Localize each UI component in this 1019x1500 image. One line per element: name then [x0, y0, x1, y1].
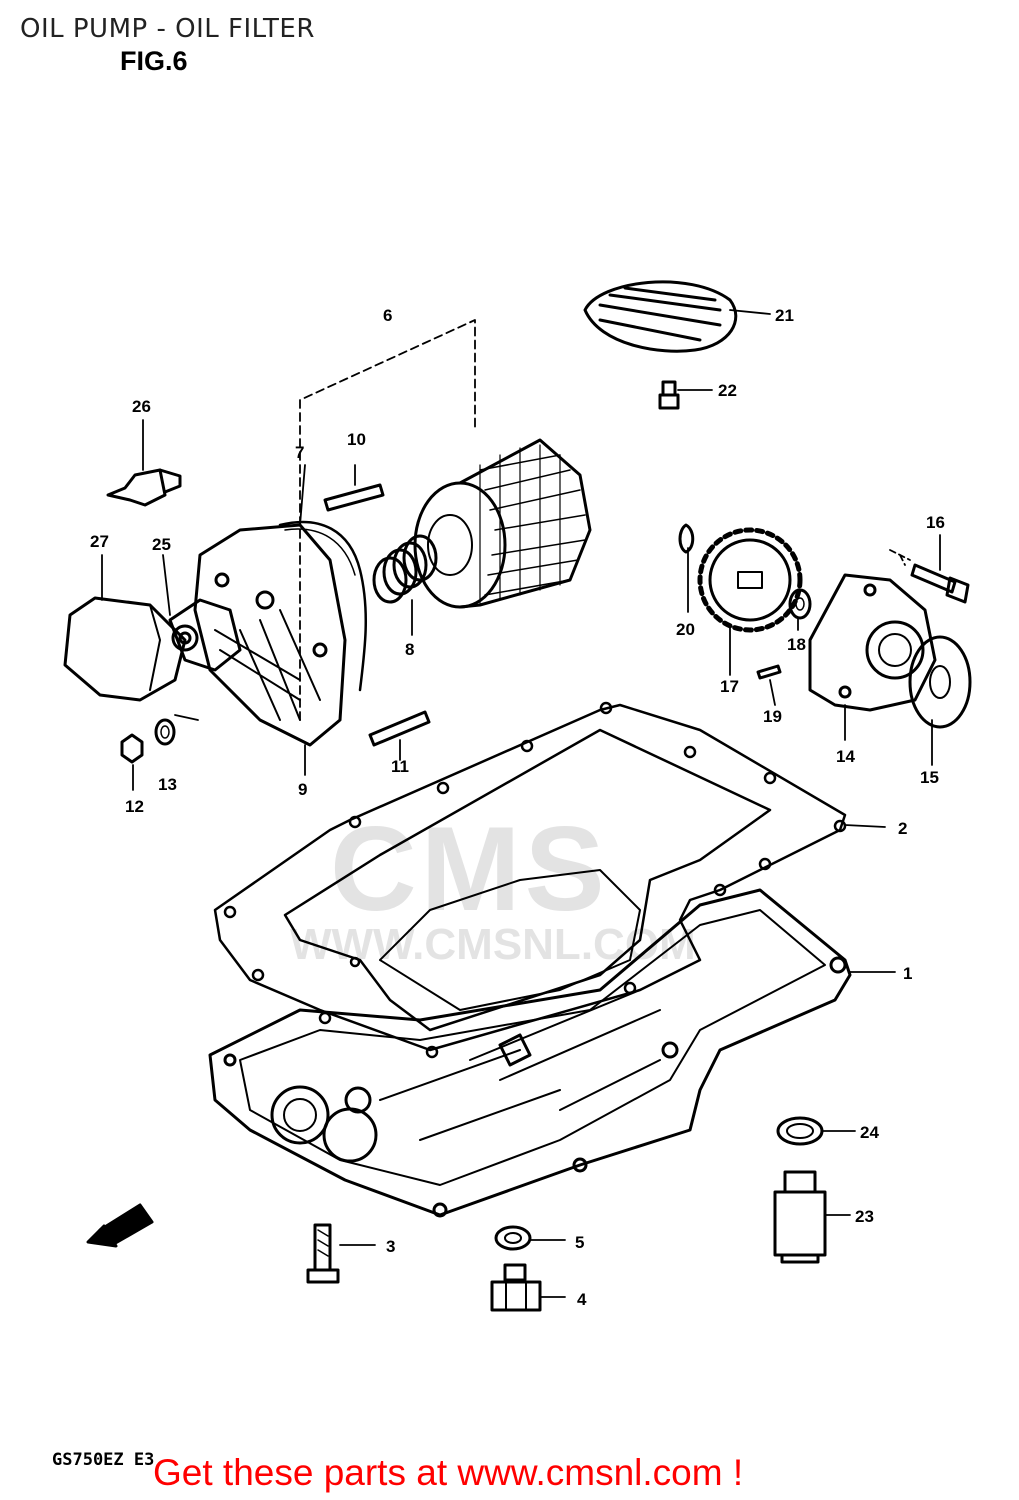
callout-11: 11	[391, 757, 409, 776]
callout-13: 13	[158, 775, 177, 794]
figure-number: FIG.6	[120, 46, 188, 76]
cta-link[interactable]: Get these parts at www.cmsnl.com !	[153, 1452, 744, 1493]
oil-pump-gasket	[908, 635, 972, 729]
oil-level-plug	[773, 1170, 827, 1264]
oil-pan	[208, 888, 852, 1218]
cap-nut	[120, 733, 144, 764]
callout-27: 27	[90, 532, 109, 551]
pump-drive-gear	[697, 527, 803, 633]
callout-26: 26	[132, 397, 151, 416]
callout-14: 14	[836, 747, 855, 766]
pump-bolt	[910, 563, 970, 604]
filter-cover	[193, 523, 347, 747]
callout-15: 15	[920, 768, 939, 787]
callout-20: 20	[676, 620, 695, 639]
callout-8: 8	[405, 640, 414, 659]
callout-2: 2	[898, 819, 907, 838]
callout-21: 21	[775, 306, 794, 325]
filter-spring	[372, 534, 438, 604]
callout-19: 19	[763, 707, 782, 726]
drain-plug	[490, 1263, 542, 1312]
oil-pan-gasket	[213, 701, 847, 1059]
level-plug-gasket	[776, 1116, 824, 1146]
model-code: GS750EZ E3	[52, 1450, 155, 1470]
relief-valve	[168, 598, 242, 672]
callout-3: 3	[386, 1237, 395, 1256]
callout-22: 22	[718, 381, 737, 400]
dowel-pin-lower	[368, 710, 431, 747]
callouts: 1 2 3 4 5 6 7 8 9 10 11 12 13 14 15 16 1…	[90, 306, 945, 1309]
callout-24: 24	[860, 1123, 879, 1142]
cap-washer	[154, 718, 176, 746]
callout-18: 18	[787, 635, 806, 654]
callout-25: 25	[152, 535, 171, 554]
callout-9: 9	[298, 780, 307, 799]
drain-washer	[494, 1225, 532, 1251]
gear-circlip	[678, 523, 695, 554]
front-arrow-icon	[86, 1203, 154, 1248]
callout-1: 1	[903, 964, 912, 983]
cover-screw	[658, 380, 680, 410]
callout-17: 17	[720, 677, 739, 696]
dowel-pin-upper	[323, 483, 385, 512]
callout-16: 16	[926, 513, 945, 532]
gear-washer	[788, 588, 812, 620]
callout-6: 6	[383, 306, 392, 325]
oil-sump-cover-plate	[583, 280, 738, 353]
callout-12: 12	[125, 797, 144, 816]
pan-bolt	[306, 1223, 340, 1284]
filter-cap-o-ring	[278, 520, 368, 692]
callout-23: 23	[855, 1207, 874, 1226]
callout-10: 10	[347, 430, 366, 449]
oil-filter-element	[413, 438, 592, 609]
callout-5: 5	[575, 1233, 584, 1252]
callout-4: 4	[577, 1290, 587, 1309]
callout-7: 7	[295, 443, 304, 462]
leader-lines	[101, 309, 941, 1298]
page-title: OIL PUMP - OIL FILTER	[20, 14, 315, 44]
oil-pressure-switch	[106, 468, 182, 507]
oil-pump	[808, 573, 937, 712]
oil-cooler-cap	[63, 596, 187, 702]
gear-pin	[756, 664, 782, 680]
